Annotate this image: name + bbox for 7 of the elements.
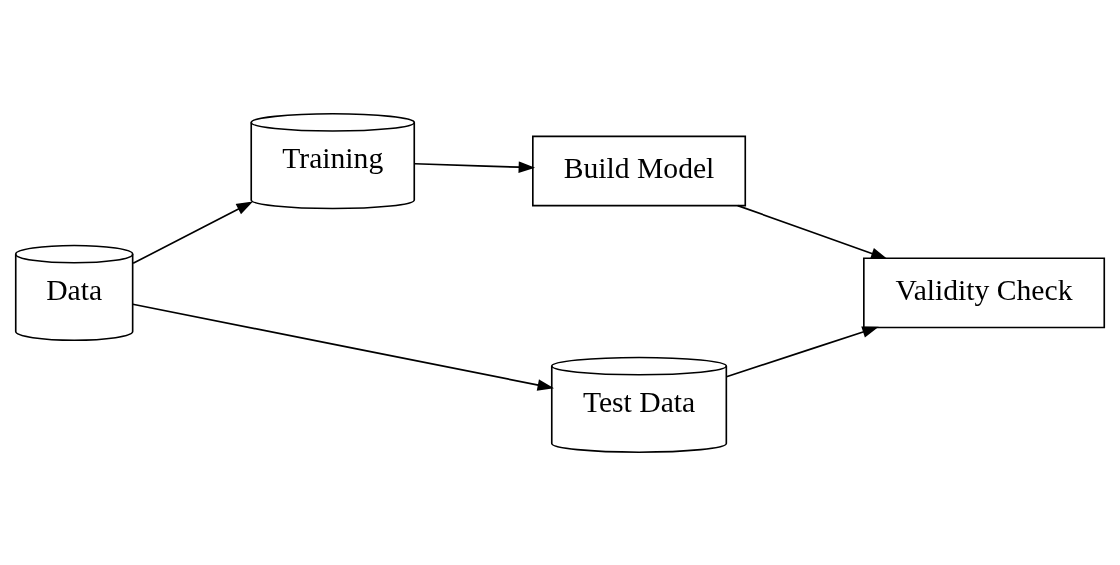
arrow xyxy=(736,204,888,259)
arrow xyxy=(725,326,879,378)
arrow xyxy=(131,302,555,391)
arrow xyxy=(132,200,253,264)
node-box: Build Model xyxy=(532,135,747,206)
node-box: Validity Check xyxy=(863,256,1106,328)
arrow xyxy=(413,160,536,173)
